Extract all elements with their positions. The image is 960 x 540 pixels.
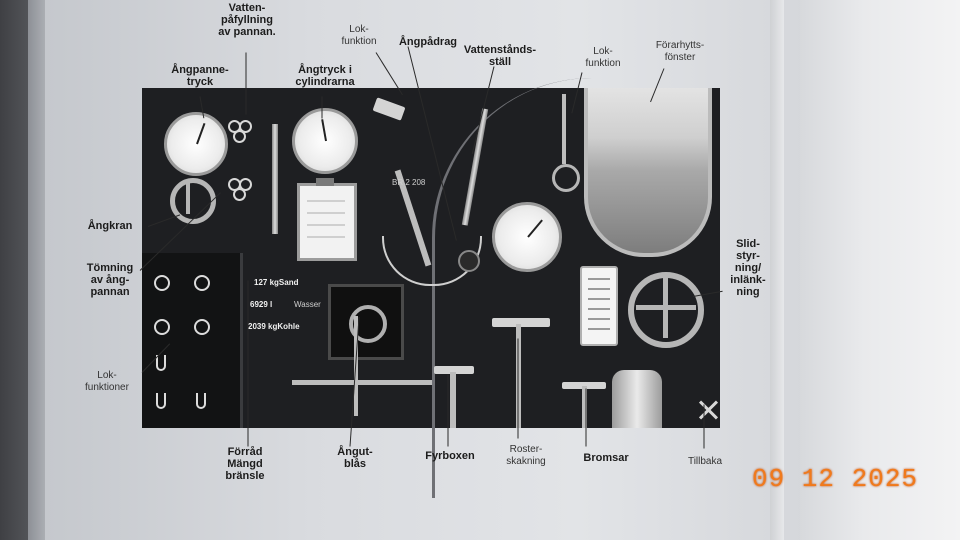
label-cab-window: Förarhytts- fönster [655, 40, 705, 63]
whistle-ring-icon[interactable] [552, 164, 580, 192]
label-cylinder-pressure: Ångtryck i cylindrarna [295, 64, 355, 88]
grate-shaker-lever-icon[interactable] [516, 324, 521, 428]
leader-line [247, 280, 249, 447]
regulator-handle[interactable] [458, 250, 480, 272]
boiler-drain-valve-icon[interactable] [228, 178, 252, 201]
function-lever[interactable] [372, 97, 406, 121]
leader-line [517, 338, 519, 439]
boiler-arch [432, 78, 695, 498]
label-regulator: Ångpådrag [398, 36, 458, 48]
label-water-fill: Vatten- påfyllning av pannan. [218, 2, 276, 38]
function-icon[interactable] [194, 275, 210, 291]
brake-valve [612, 370, 662, 428]
label-loco-functions: Lok- funktioner [85, 370, 129, 393]
water-amount: 6929 l [250, 300, 273, 309]
label-loco-function-top: Lok- funktion [341, 24, 377, 47]
loco-id: BR 2 208 [392, 178, 426, 187]
wheel-spoke [186, 182, 190, 214]
function-icon[interactable] [154, 275, 170, 291]
function-icon[interactable] [194, 319, 210, 335]
leader-line [447, 374, 449, 447]
next-page [800, 0, 960, 540]
water-fill-valve-icon[interactable] [228, 120, 252, 143]
brake-lever-icon[interactable] [582, 386, 587, 428]
label-firebox: Fyrboxen [425, 450, 475, 462]
close-x-icon[interactable] [698, 400, 719, 420]
cylinder-pressure-gauge-icon [292, 108, 358, 174]
function-icon[interactable] [156, 393, 166, 409]
sand-amount: 127 kgSand [254, 278, 299, 287]
label-steam-valve: Ångkran [87, 220, 133, 232]
label-supplies: Förråd Mängd bränsle [225, 446, 265, 482]
reverser-wheel-icon[interactable] [628, 272, 704, 348]
loco-functions-box [142, 253, 243, 428]
cab-window [584, 88, 712, 257]
label-water-level: Vattenstånds- ställ [463, 44, 537, 68]
blower-control[interactable] [328, 284, 404, 360]
label-blower: Ångut- blås [337, 446, 373, 470]
wheel-spoke [663, 278, 668, 338]
cutoff-indicator [580, 266, 618, 346]
clipboard-icon[interactable] [297, 178, 357, 261]
brake-handle[interactable] [562, 382, 606, 389]
water-unit: Wasser [294, 300, 321, 309]
leader-line [245, 52, 247, 115]
leader-line [585, 388, 587, 447]
steam-valve-wheel-icon[interactable] [170, 178, 216, 224]
label-brakes: Bromsar [583, 452, 629, 464]
leader-line [321, 96, 323, 119]
page-fold [770, 0, 784, 540]
date-stamp: 09 12 2025 [752, 464, 919, 494]
function-icon[interactable] [154, 319, 170, 335]
gauge-glass [272, 124, 278, 234]
firebox-lever-icon[interactable] [450, 372, 456, 428]
label-boiler-drain: Tömning av ång- pannan [86, 262, 134, 298]
blower-pipe [292, 380, 432, 385]
boiler-pressure-gauge-icon [164, 112, 228, 176]
label-reverser: Slid- styr- ning/ inlänk- ning [730, 238, 766, 298]
label-grate-shaker: Roster- skakning [506, 444, 546, 467]
function-icon[interactable] [156, 355, 166, 371]
label-boiler-pressure: Ångpanne- tryck [171, 64, 229, 88]
leader-line [703, 404, 705, 449]
steam-gauge-icon [492, 202, 562, 272]
label-loco-function-right: Lok- funktion [585, 46, 621, 69]
coal-amount: 2039 kgKohle [248, 322, 300, 331]
function-icon[interactable] [196, 393, 206, 409]
label-back: Tillbaka [687, 456, 723, 467]
grate-shaker-handle[interactable] [492, 318, 550, 327]
whistle-rod [562, 94, 566, 164]
firebox-handle[interactable] [434, 366, 474, 374]
